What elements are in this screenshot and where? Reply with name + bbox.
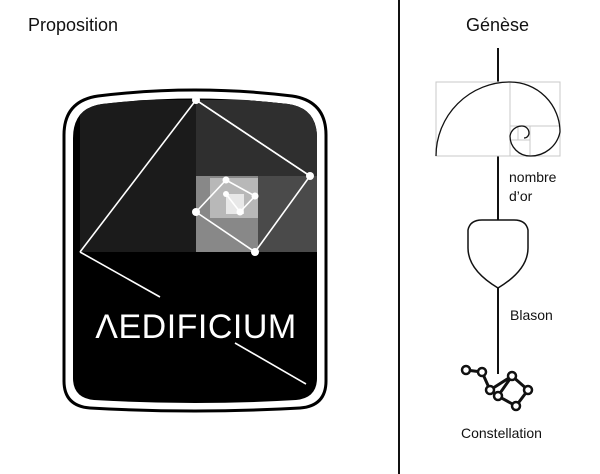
panel-divider [398,0,400,474]
emblem-wordmark: ΛEDIFICIUM [95,308,296,346]
emblem-constellation-nodes [192,96,314,256]
blason-label: Blason [510,307,553,323]
constellation-icon [460,364,534,412]
genese-flow [435,48,561,412]
golden-ratio-label-line1: nombre [509,169,557,185]
constellation-label: Constellation [461,425,542,441]
emblem-diagonal-line-1 [79,251,161,298]
shield-icon [467,219,529,289]
proposition-title: Proposition [28,15,119,35]
golden-ratio-label-line2: d’or [509,188,533,204]
golden-spiral-icon [435,81,561,157]
aedificium-emblem: ΛEDIFICIUM [62,88,328,413]
emblem-diagonal-line-2 [234,342,307,385]
genese-title: Génèse [466,15,530,35]
